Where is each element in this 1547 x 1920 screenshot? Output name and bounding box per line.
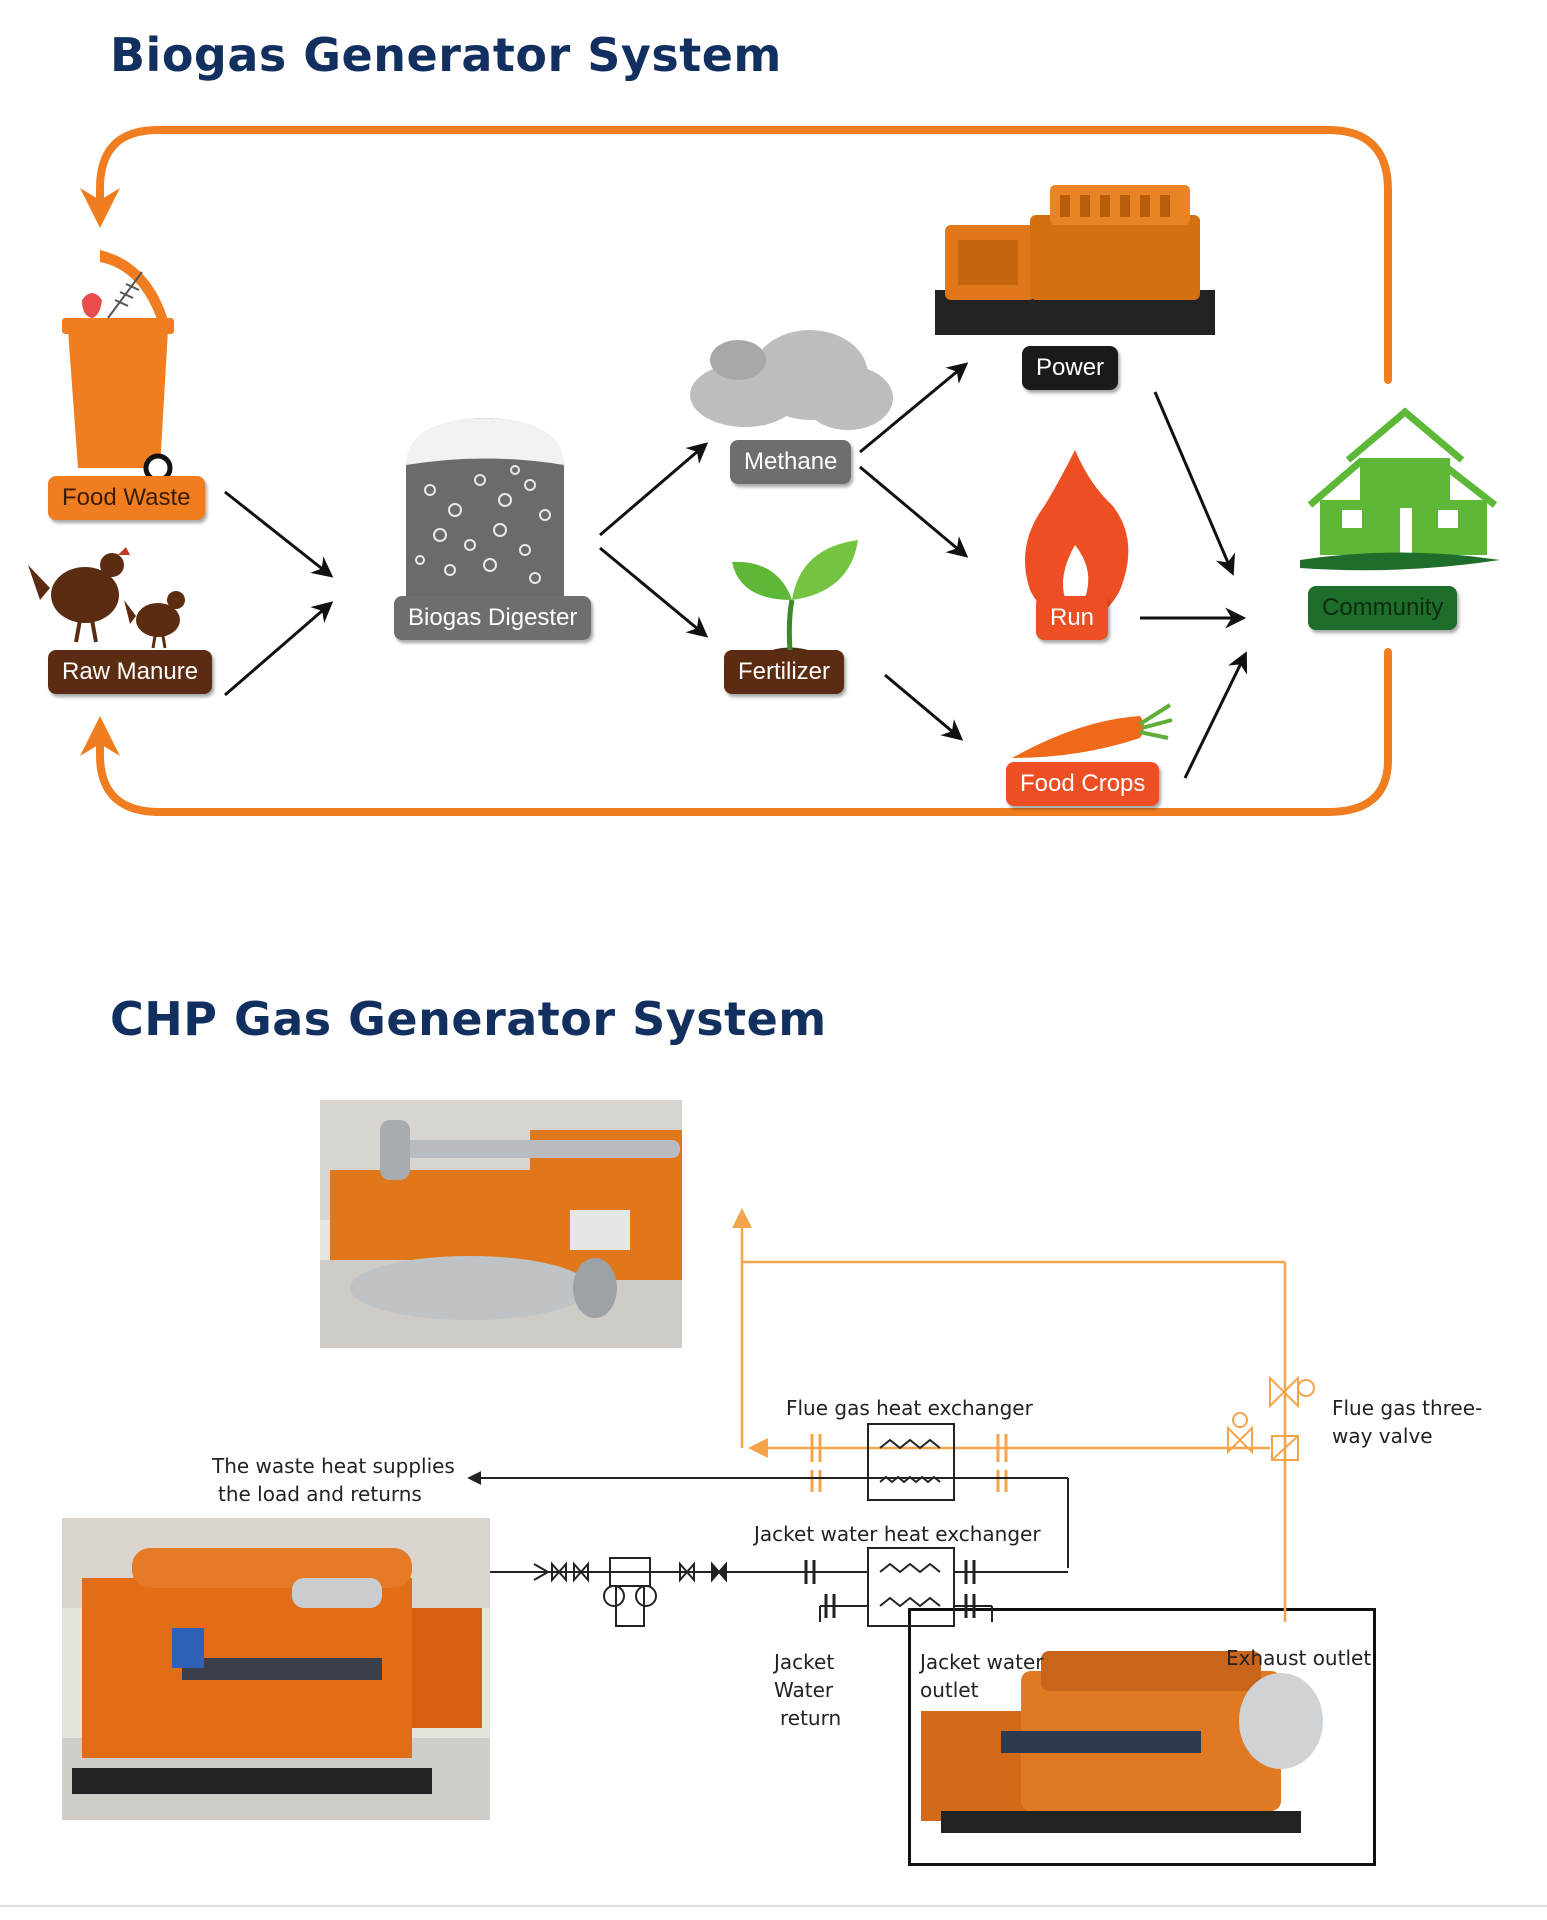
label-flue-gas-valve-line1: Flue gas three-: [1332, 1396, 1483, 1420]
label-raw-manure: Raw Manure: [48, 650, 213, 694]
chicken-icon: [28, 547, 185, 649]
generator-photo-left: [62, 1518, 490, 1820]
biogas-diagram: [28, 126, 1500, 816]
flame-icon: [1025, 450, 1129, 622]
label-biogas-digester: Biogas Digester: [394, 596, 592, 640]
trash-bin-icon: [62, 250, 174, 483]
generator-photo-right: [908, 1608, 1376, 1866]
section-title-chp: CHP Gas Generator System: [110, 992, 827, 1046]
digester-tank-icon: [406, 418, 564, 600]
label-run: Run: [1036, 596, 1109, 640]
jacket-water-return-line: [819, 1605, 868, 1622]
section-title-biogas: Biogas Generator System: [110, 28, 782, 82]
flue-gas-flanges: [810, 1434, 1008, 1492]
label-jacket-water-outlet-line1: Jacket water: [920, 1650, 1044, 1674]
label-waste-heat-line1: The waste heat supplies: [212, 1454, 455, 1478]
label-food-crops: Food Crops: [1006, 762, 1160, 806]
label-jacket-water-heat-exchanger: Jacket water heat exchanger: [754, 1522, 1041, 1546]
cycle-loop-bottom: [80, 648, 1392, 816]
label-jacket-water-return-line2: Water: [774, 1678, 834, 1702]
label-fertilizer: Fertilizer: [724, 650, 845, 694]
carrot-icon: [1012, 703, 1173, 758]
houses-icon: [1300, 407, 1500, 571]
label-jacket-water-return-line1: Jacket: [774, 1650, 835, 1674]
pump-valve-train: [490, 1557, 868, 1627]
three-way-valve-icon: [1227, 1375, 1315, 1461]
label-flue-gas-valve-line2: way valve: [1332, 1424, 1433, 1448]
label-power: Power: [1022, 346, 1119, 390]
label-methane: Methane: [730, 440, 852, 484]
generator-icon: [935, 185, 1215, 335]
sprout-icon: [732, 540, 858, 665]
label-food-waste: Food Waste: [48, 476, 205, 520]
methane-cloud-icon: [690, 330, 893, 430]
label-community: Community: [1308, 586, 1458, 630]
label-jacket-water-outlet-line2: outlet: [920, 1678, 979, 1702]
label-flue-gas-heat-exchanger: Flue gas heat exchanger: [786, 1396, 1033, 1420]
bottom-divider: [0, 1905, 1547, 1907]
label-jacket-water-return-line3: return: [780, 1706, 842, 1730]
label-waste-heat-line2: the load and returns: [218, 1482, 422, 1506]
cycle-loop-top: [80, 126, 1392, 384]
flow-arrows: [224, 362, 1248, 779]
generator-photo-top: [320, 1100, 682, 1348]
label-exhaust-outlet: Exhaust outlet: [1226, 1646, 1372, 1670]
flue-gas-heat-exchanger-icon: [867, 1423, 955, 1501]
